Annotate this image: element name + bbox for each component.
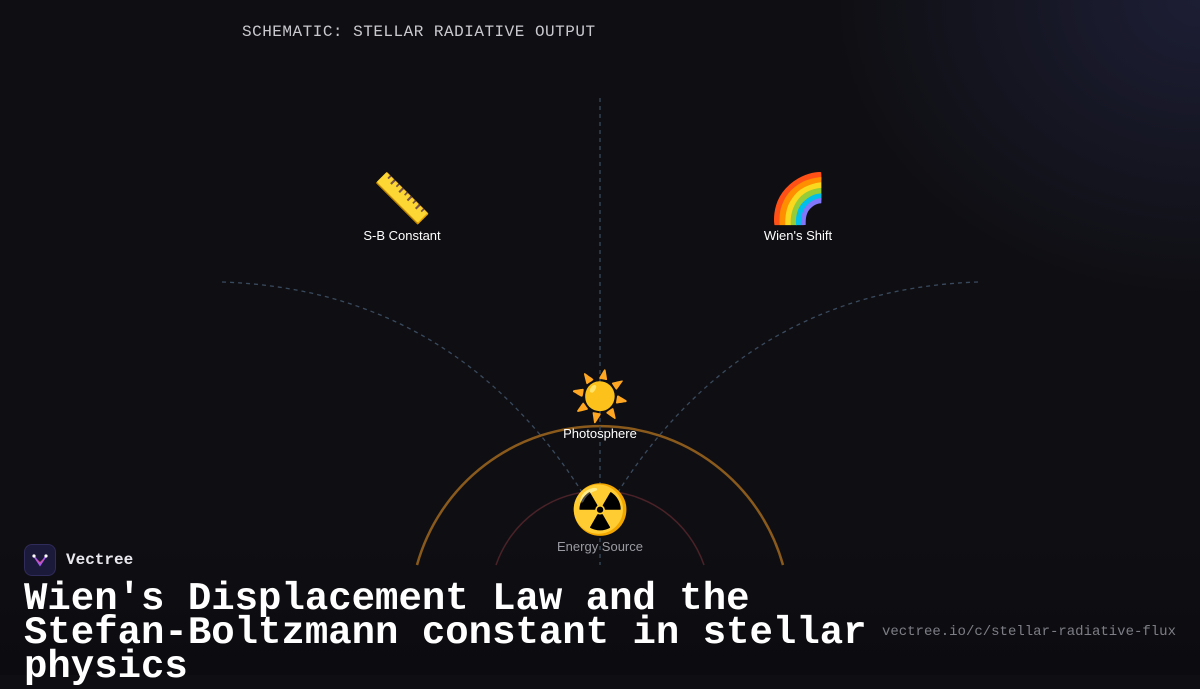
schematic-title: SCHEMATIC: STELLAR RADIATIVE OUTPUT (242, 23, 596, 41)
left-connector (221, 281, 591, 506)
vectree-logo-icon (24, 544, 56, 576)
node-label: Energy Source (557, 539, 643, 554)
sun-icon: ☀️ (570, 371, 630, 424)
brand[interactable]: Vectree (24, 544, 133, 576)
node-photosphere[interactable]: ☀️ Photosphere (520, 370, 680, 441)
radioactive-icon: ☢️ (570, 484, 630, 537)
node-energy-source[interactable]: ☢️ Energy Source (520, 483, 680, 554)
node-label: Wien's Shift (763, 228, 833, 243)
rainbow-icon: 🌈 (768, 173, 828, 226)
node-sb-constant[interactable]: 📏 S-B Constant (322, 172, 482, 243)
ruler-icon: 📏 (372, 173, 432, 226)
brand-name: Vectree (66, 551, 134, 569)
source-url[interactable]: vectree.io/c/stellar-radiative-flux (881, 624, 1176, 640)
node-label: S-B Constant (363, 228, 441, 243)
diagram-canvas (221, 98, 979, 566)
right-connector (609, 281, 979, 506)
page-title: Wien's Displacement Law and the Stefan-B… (24, 577, 867, 689)
node-wiens-shift[interactable]: 🌈 Wien's Shift (718, 172, 878, 243)
node-label: Photosphere (563, 426, 637, 441)
